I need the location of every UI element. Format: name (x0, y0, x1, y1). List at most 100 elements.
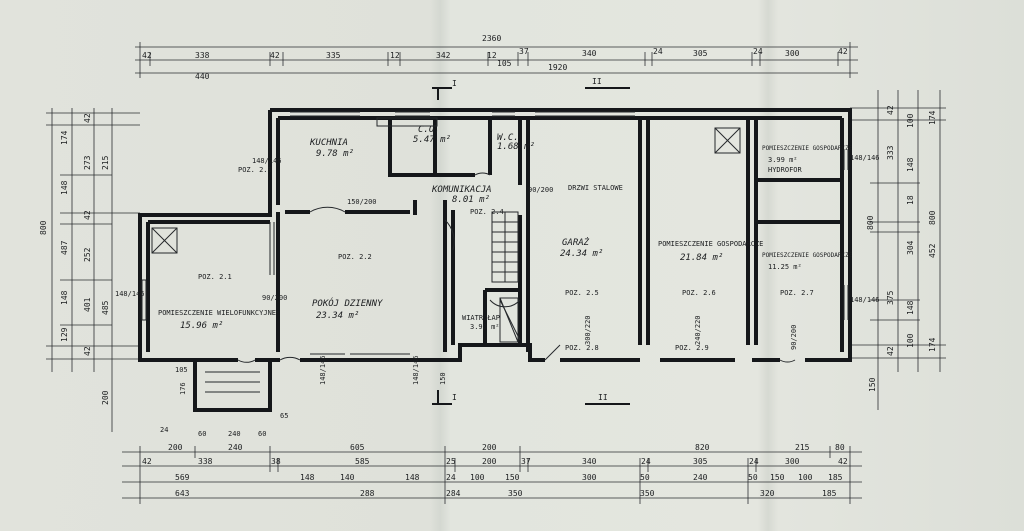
opening-dim: 90/200 (790, 325, 798, 350)
opening-dim: 148/146 (252, 157, 282, 165)
dim: 174 (928, 110, 937, 125)
dim: 252 (83, 247, 92, 262)
opening-dim: 150 (439, 372, 447, 385)
top-dimensions: 2360 42 338 42 335 12 342 12 105 37 340 … (135, 34, 858, 81)
dim: 240 (228, 443, 243, 452)
radiator-label: POZ. 2.9 (675, 344, 709, 352)
dim: 452 (928, 243, 937, 258)
room-area: 9.78 m² (316, 149, 354, 159)
radiator-label: POZ. 2.5 (565, 289, 599, 297)
opening-dim: 90/200 (262, 294, 287, 302)
dim: 200 (482, 457, 497, 466)
opening-dim: 65 (280, 412, 288, 420)
dim: 333 (886, 145, 895, 160)
section-II-top: II (592, 77, 602, 86)
dim: 148 (300, 473, 315, 482)
dim: 42 (270, 51, 280, 60)
dim: 288 (360, 489, 375, 498)
opening-dim: 24 (160, 426, 168, 434)
dim: 300 (785, 457, 800, 466)
dim: 305 (693, 49, 708, 58)
dim-left-overall: 800 (39, 220, 48, 235)
section-I-top: I (452, 79, 457, 88)
right-dimensions: 42 100 174 333 148 18 800 800 304 452 37… (850, 90, 946, 410)
dim: 148 (60, 290, 69, 305)
room-labels: KUCHNIA 9.78 m² C.O. 5.47 m² W.C. 1.68 m… (158, 125, 853, 331)
opening-dim: 240 (228, 430, 241, 438)
opening-dim: 105 (175, 366, 188, 374)
dim: 605 (350, 443, 365, 452)
room-name: HYDROFOR (768, 166, 803, 174)
dim: 487 (60, 240, 69, 255)
room-name: KUCHNIA (309, 138, 348, 148)
room-area: 1.68 m² (497, 142, 535, 152)
section-I-bottom: I (452, 393, 457, 402)
dim: 24 (653, 47, 663, 56)
section-markers: I I II II (432, 77, 630, 405)
dim: 643 (175, 489, 190, 498)
room-name: POMIESZCZENIE GOSPODARCZE (762, 252, 853, 259)
dim: 485 (101, 300, 110, 315)
radiator-label: POZ. 2.7 (780, 289, 814, 297)
dim: 25 (446, 457, 456, 466)
dim: 100 (798, 473, 813, 482)
dim: 148 (405, 473, 420, 482)
dim: 585 (355, 457, 370, 466)
room-area: 3.99 m² (768, 156, 798, 164)
dim: 42 (142, 51, 152, 60)
dim: 12 (487, 51, 497, 60)
dim: 50 (640, 473, 650, 482)
room-area: 23.34 m² (316, 311, 359, 321)
opening-dim: 240/220 (694, 315, 702, 345)
dim: 24 (753, 47, 763, 56)
dim: 304 (906, 240, 915, 255)
room-name: WIATROŁAP (462, 314, 500, 322)
dim: 129 (60, 327, 69, 342)
room-area: 3.90 m² (470, 323, 500, 331)
room-area: 15.96 m² (180, 321, 223, 331)
room-area: 8.01 m² (452, 195, 490, 205)
radiator-label: POZ. 2.4 (470, 208, 504, 216)
dim: 185 (828, 473, 843, 482)
dim: 200 (168, 443, 183, 452)
opening-dim: 148/146 (115, 290, 145, 298)
dim: 215 (795, 443, 810, 452)
dim: 820 (695, 443, 710, 452)
dim: 80 (835, 443, 845, 452)
opening-dim: 148/146 (850, 154, 880, 162)
dim: 42 (83, 210, 92, 220)
dim: 50 (748, 473, 758, 482)
walls (138, 108, 852, 412)
bottom-dimensions: 200 240 605 200 820 215 80 42 338 38 585… (122, 443, 862, 504)
opening-dim: 60 (258, 430, 266, 438)
chimney-boxes (151, 117, 741, 343)
stairs (205, 211, 519, 393)
dim: 185 (822, 489, 837, 498)
room-name: POKÓJ DZIENNY (312, 297, 383, 309)
dim: 284 (446, 489, 461, 498)
room-area: 11.25 m² (768, 263, 802, 271)
dim: 105 (497, 59, 512, 68)
room-area: 5.47 m² (413, 135, 451, 145)
dim: 100 (906, 333, 915, 348)
dim: 340 (582, 49, 597, 58)
dim: 42 (838, 457, 848, 466)
room-name: POMIESZCZENIE GOSPODARCZE (658, 240, 763, 248)
opening-dim: 148/146 (412, 355, 420, 385)
dim: 174 (60, 130, 69, 145)
dim: 12 (390, 51, 400, 60)
room-area: 24.34 m² (560, 249, 603, 259)
dim: 200 (482, 443, 497, 452)
dim: 300 (785, 49, 800, 58)
opening-dim: 148/146 (319, 355, 327, 385)
dim: 42 (142, 457, 152, 466)
dim: 350 (640, 489, 655, 498)
dim: 1920 (548, 63, 567, 72)
dim: 240 (693, 473, 708, 482)
opening-dim: 60 (198, 430, 206, 438)
dim: 340 (582, 457, 597, 466)
dim: 375 (886, 290, 895, 305)
dim: 42 (83, 346, 92, 356)
